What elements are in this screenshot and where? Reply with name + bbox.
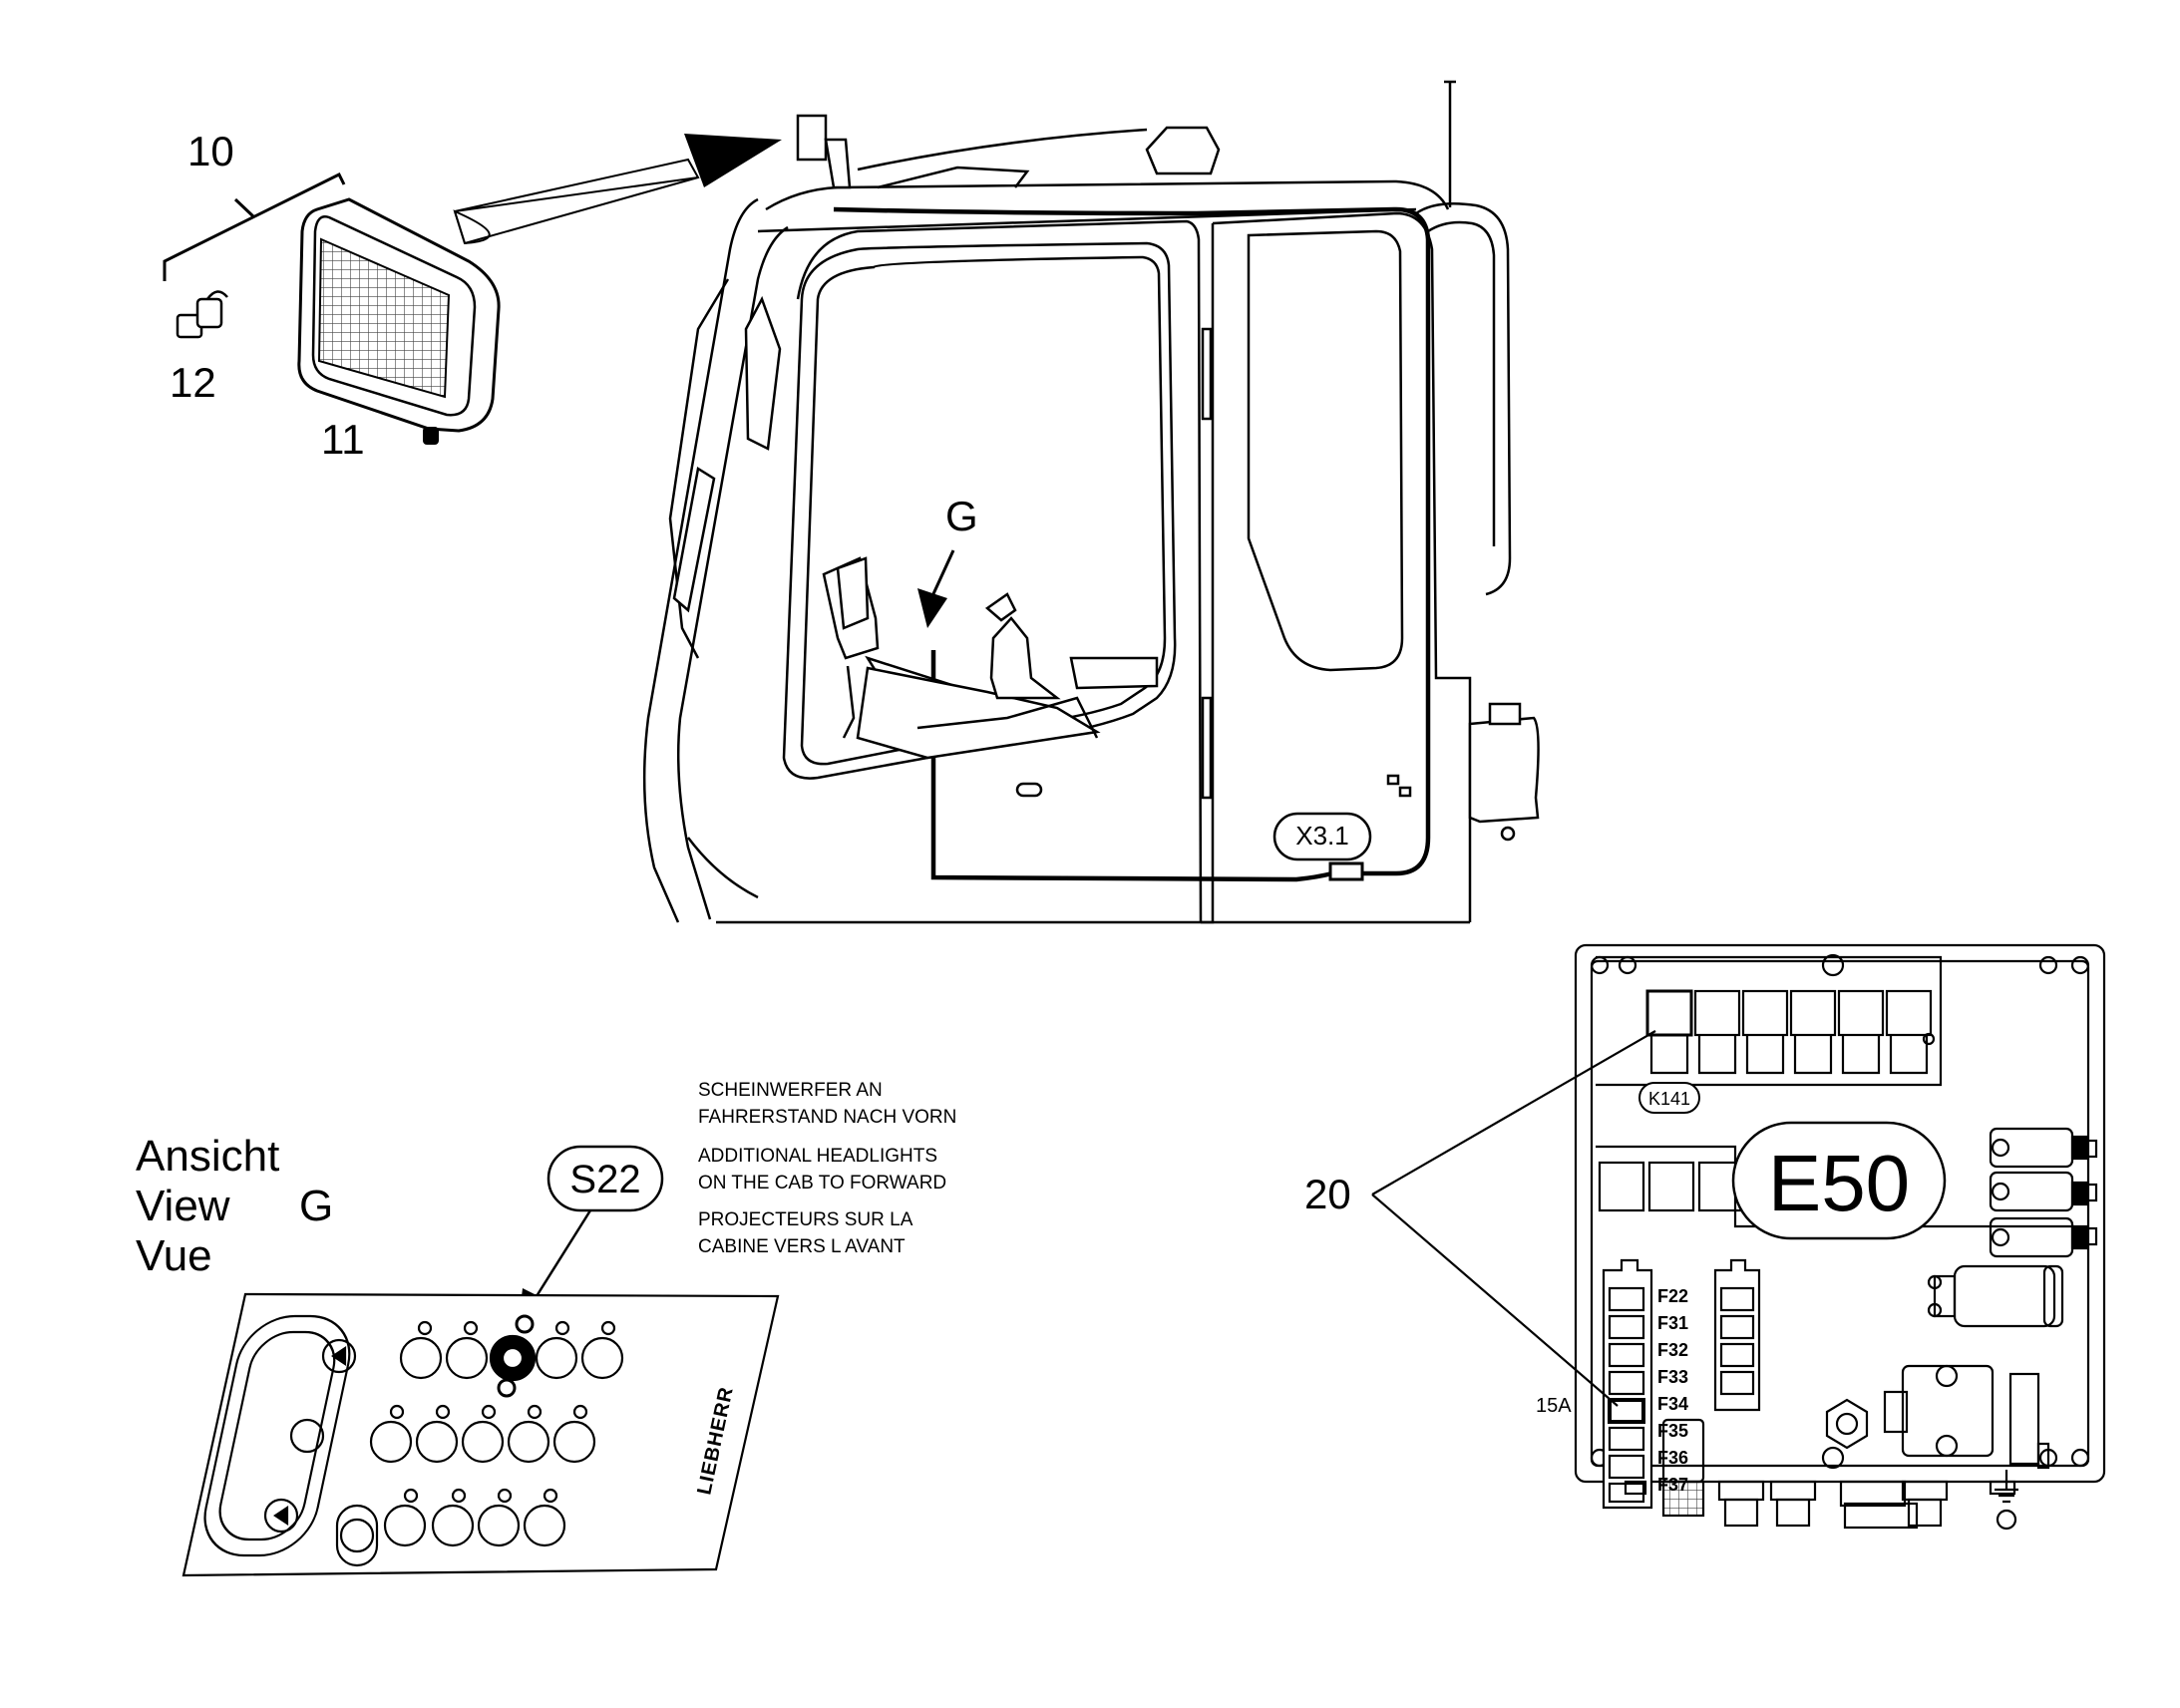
note-de-2: FAHRERSTAND NACH VORN <box>698 1107 956 1128</box>
fuse-label: F36 <box>1657 1448 1688 1468</box>
fuse-label: F34 <box>1657 1394 1688 1414</box>
fuse-labels: F22 F31 F32 F33 F34 F35 F36 F37 15A <box>1536 1286 1688 1495</box>
headlight-detail: 10 12 11 <box>163 128 782 463</box>
fuse-icon <box>1602 1258 1761 1510</box>
switch-row-3 <box>335 1488 566 1567</box>
note-de-1: SCHEINWERFER AN <box>698 1080 883 1101</box>
fuse-label: F35 <box>1657 1421 1688 1441</box>
note-en-1: ADDITIONAL HEADLIGHTS <box>698 1146 937 1167</box>
view-arrow-g: G <box>917 493 978 628</box>
fuse-label: F31 <box>1657 1313 1688 1333</box>
fuse-label: F22 <box>1657 1286 1688 1306</box>
view-label-line2: View <box>136 1182 230 1230</box>
view-g-label: Ansicht View Vue G <box>136 1132 333 1280</box>
note-en-2: ON THE CAB TO FORWARD <box>698 1173 946 1194</box>
fuse-label: F32 <box>1657 1340 1688 1360</box>
fuse-label: F33 <box>1657 1367 1688 1387</box>
part-number-10: 10 <box>187 128 234 174</box>
view-label-line1: Ansicht <box>136 1132 279 1181</box>
view-label-line3: Vue <box>136 1231 212 1280</box>
switch-row-2 <box>369 1404 596 1464</box>
headlight-icon <box>297 197 501 445</box>
relay-strip <box>1645 989 1933 1075</box>
switch-panel <box>182 1292 780 1577</box>
note-fr-2: CABINE VERS L AVANT <box>698 1236 906 1257</box>
cable-glands <box>1624 1480 2016 1528</box>
view-label-letter: G <box>299 1182 333 1230</box>
box-label: E50 <box>1768 1139 1910 1227</box>
relay-icon <box>1883 1264 2064 1470</box>
switch-row-1 <box>399 1314 624 1398</box>
bulb-icon <box>176 290 228 339</box>
relay-callout: K141 <box>1638 1082 1700 1114</box>
view-arrow-letter: G <box>945 493 978 539</box>
connector-label: X3.1 <box>1295 821 1349 851</box>
cab-drawing <box>642 80 1540 924</box>
notes: SCHEINWERFER AN FAHRERSTAND NACH VORN AD… <box>698 1080 956 1257</box>
connector-callout: X3.1 <box>1272 812 1372 861</box>
relay-label: K141 <box>1648 1089 1690 1109</box>
part-20-leader: 20 <box>1304 1030 1656 1407</box>
switch-callout-label: S22 <box>569 1158 640 1201</box>
part-number-20: 20 <box>1304 1171 1351 1217</box>
box-callout: E50 <box>1731 1121 1947 1240</box>
note-fr-1: PROJECTEURS SUR LA <box>698 1209 913 1230</box>
fuse-label: F37 <box>1657 1475 1688 1495</box>
fuse-rating: 15A <box>1536 1395 1572 1417</box>
part-number-12: 12 <box>170 359 216 406</box>
part-number-11: 11 <box>321 416 365 463</box>
